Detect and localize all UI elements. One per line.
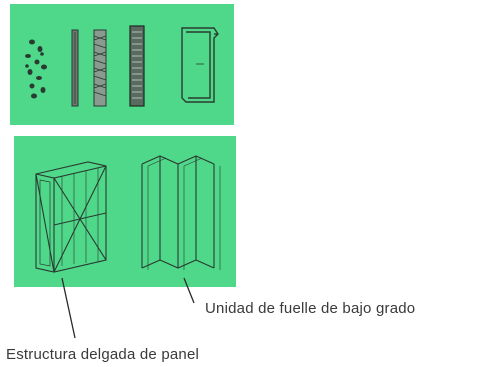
fiber-strip-icon	[71, 29, 79, 107]
granular-media-icon	[25, 39, 47, 99]
thin-panel-caption: Estructura delgada de panel	[6, 346, 200, 363]
bag-filter-icon	[181, 27, 219, 103]
bellows-unit-icon	[141, 155, 221, 270]
filter-frames-panel	[14, 136, 236, 287]
bellows-leader-line	[183, 277, 195, 304]
pleated-strip-icon	[93, 29, 107, 107]
bellows-unit-caption: Unidad de fuelle de bajo grado	[205, 300, 416, 317]
mesh-strip-icon	[129, 25, 145, 107]
filter-frames-illustration	[35, 155, 221, 273]
filter-media-panel	[10, 4, 234, 125]
panel-leader-line	[61, 277, 76, 339]
filter-media-illustration	[25, 25, 219, 107]
thin-panel-frame-icon	[35, 161, 107, 273]
